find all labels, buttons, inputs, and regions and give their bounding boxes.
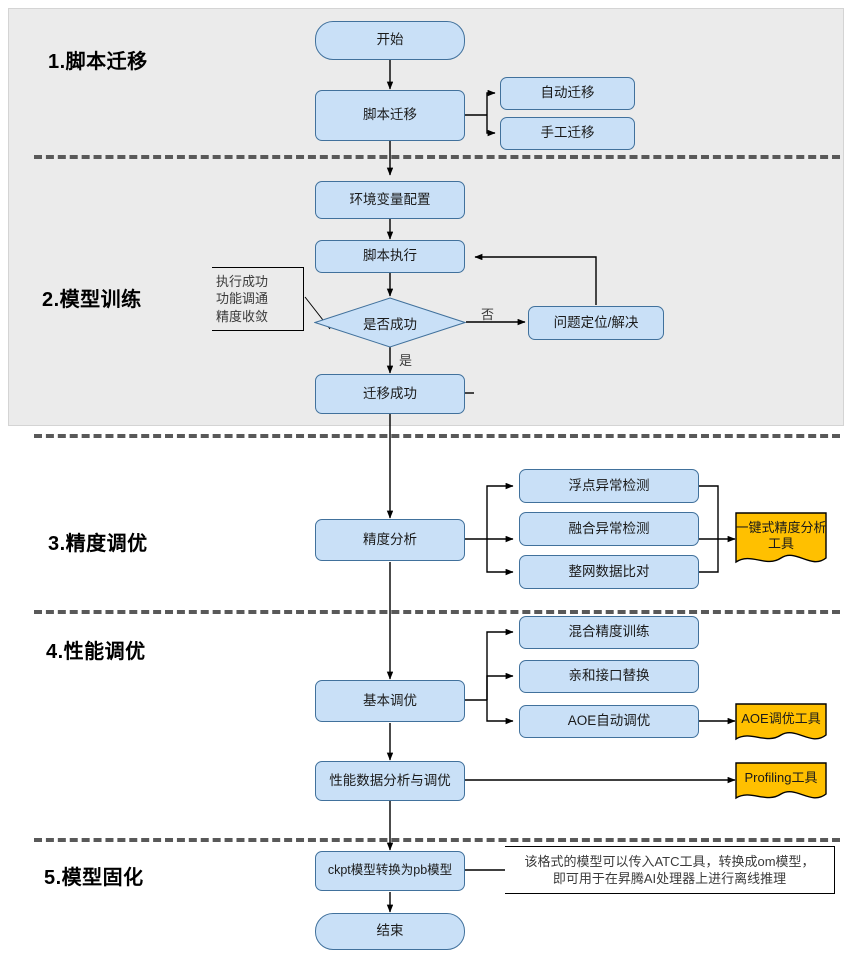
tool-aoe-tuning-label: AOE调优工具 (741, 711, 821, 726)
node-migration-success[interactable]: 迁移成功 (315, 374, 465, 414)
separator-3 (34, 610, 840, 614)
node-env-config[interactable]: 环境变量配置 (315, 181, 465, 219)
section-title-5: 5.模型固化 (44, 867, 144, 889)
node-is-success-label: 是否成功 (363, 316, 417, 332)
edge-label-yes: 是 (399, 353, 413, 368)
node-script-execution[interactable]: 脚本执行 (315, 240, 465, 273)
separator-4 (34, 838, 840, 842)
node-end[interactable]: 结束 (315, 913, 465, 950)
node-float-anomaly-detection[interactable]: 浮点异常检测 (519, 469, 699, 503)
tool-precision-analysis-label: 一键式精度分析工具 (735, 520, 827, 552)
node-is-success[interactable]: 是否成功 (314, 297, 466, 348)
node-whole-network-comparison[interactable]: 整网数据比对 (519, 555, 699, 589)
separator-2 (34, 434, 840, 438)
section-title-1: 1.脚本迁移 (48, 51, 148, 73)
tool-profiling[interactable]: Profiling工具 (735, 762, 827, 806)
node-ckpt-to-pb[interactable]: ckpt模型转换为pb模型 (315, 851, 465, 891)
tool-aoe-tuning[interactable]: AOE调优工具 (735, 703, 827, 747)
tool-precision-analysis[interactable]: 一键式精度分析工具 (735, 512, 827, 570)
separator-1 (34, 155, 840, 159)
node-problem-solving[interactable]: 问题定位/解决 (528, 306, 664, 340)
annotation-ckpt-note: 该格式的模型可以传入ATC工具，转换成om模型， 即可用于在昇腾AI处理器上进行… (505, 846, 835, 894)
node-basic-tuning[interactable]: 基本调优 (315, 680, 465, 722)
tool-profiling-label: Profiling工具 (744, 770, 818, 785)
section-title-4: 4.性能调优 (46, 641, 146, 663)
node-start[interactable]: 开始 (315, 21, 465, 60)
edge-label-no: 否 (481, 307, 495, 322)
section-title-2: 2.模型训练 (42, 289, 142, 311)
node-auto-migration[interactable]: 自动迁移 (500, 77, 635, 110)
node-affinity-api-replacement[interactable]: 亲和接口替换 (519, 660, 699, 693)
section-title-3: 3.精度调优 (48, 533, 148, 555)
node-mixed-precision-training[interactable]: 混合精度训练 (519, 616, 699, 649)
node-fusion-anomaly-detection[interactable]: 融合异常检测 (519, 512, 699, 546)
node-manual-migration[interactable]: 手工迁移 (500, 117, 635, 150)
node-aoe-auto-tuning[interactable]: AOE自动调优 (519, 705, 699, 738)
annotation-success-criteria: 执行成功 功能调通 精度收敛 (212, 267, 304, 331)
node-precision-analysis[interactable]: 精度分析 (315, 519, 465, 561)
node-performance-analysis[interactable]: 性能数据分析与调优 (315, 761, 465, 801)
node-script-migration[interactable]: 脚本迁移 (315, 90, 465, 141)
